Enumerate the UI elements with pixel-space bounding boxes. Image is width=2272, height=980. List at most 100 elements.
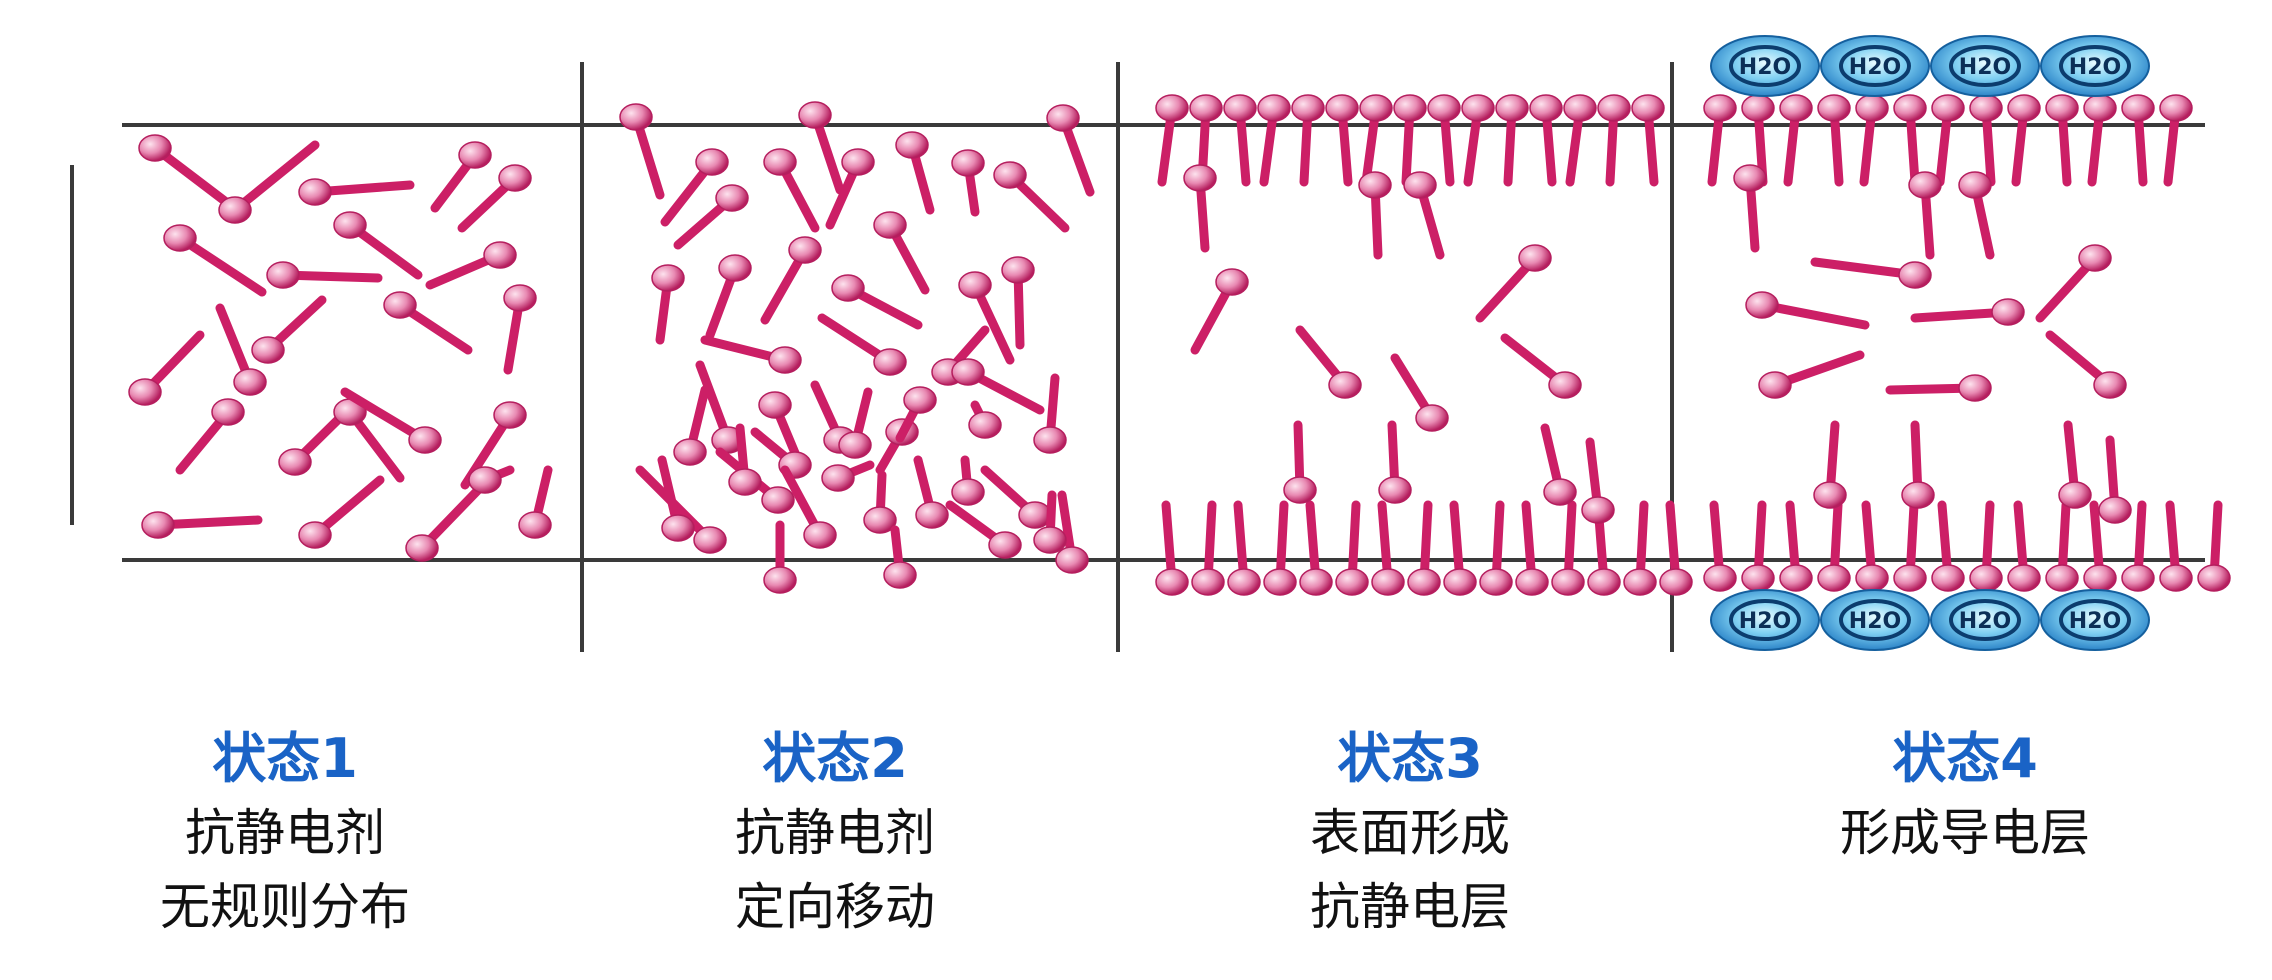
- antistatic-molecule: [163, 224, 267, 297]
- antistatic-molecule: [1631, 94, 1665, 187]
- antistatic-molecule: [660, 148, 729, 227]
- antistatic-molecule: [875, 418, 919, 475]
- antistatic-molecule: [215, 303, 267, 396]
- antistatic-molecule: [825, 148, 875, 230]
- antistatic-molecule: [175, 398, 245, 475]
- antistatic-molecule: [1500, 333, 1582, 399]
- antistatic-molecule: [945, 500, 1022, 559]
- antistatic-molecule: [673, 184, 749, 250]
- antistatic-molecule: [1901, 420, 1935, 509]
- antistatic-molecule: [1563, 94, 1597, 187]
- antistatic-molecule: [1515, 500, 1549, 596]
- antistatic-molecule: [1969, 94, 2003, 187]
- antistatic-molecule: [651, 264, 685, 345]
- antistatic-molecule: [2045, 500, 2079, 592]
- antistatic-molecule: [1495, 94, 1529, 187]
- antistatic-molecule: [468, 465, 515, 494]
- molecules: [128, 94, 2231, 596]
- antistatic-molecule: [1779, 94, 1813, 187]
- state-label: 状态4: [1892, 727, 2038, 790]
- antistatic-molecule: [831, 274, 923, 330]
- caption-stage-2: 状态2 抗静电剂 定向移动: [625, 722, 1045, 944]
- antistatic-molecule: [1855, 500, 1889, 592]
- antistatic-molecule: [798, 101, 845, 195]
- antistatic-molecule: [958, 271, 1015, 365]
- antistatic-molecule: [763, 520, 797, 594]
- caption-line: 抗静电剂: [185, 804, 385, 862]
- antistatic-molecule: [2083, 94, 2117, 187]
- antistatic-molecule: [1263, 500, 1297, 596]
- antistatic-molecule: [1885, 374, 1992, 402]
- antistatic-molecule: [1910, 298, 2025, 326]
- antistatic-molecule: [895, 131, 935, 215]
- svg-text:H2O: H2O: [1849, 55, 1901, 80]
- antistatic-molecule: [1475, 244, 1552, 323]
- water-molecule: H2O: [2040, 35, 2150, 97]
- antistatic-molecule: [1155, 94, 1189, 187]
- antistatic-molecule: [913, 455, 949, 529]
- antistatic-molecule: [1659, 500, 1693, 596]
- antistatic-molecule: [1893, 94, 1927, 187]
- antistatic-molecule: [1443, 500, 1477, 596]
- antistatic-molecule: [383, 291, 473, 355]
- antistatic-molecule: [1813, 420, 1847, 509]
- antistatic-molecule: [298, 475, 385, 549]
- antistatic-molecule: [1033, 490, 1067, 554]
- caption-line: 无规则分布: [160, 878, 410, 936]
- antistatic-molecule: [2035, 244, 2112, 323]
- antistatic-molecule: [1183, 164, 1217, 253]
- antistatic-molecule: [1893, 500, 1927, 592]
- antistatic-molecule: [1001, 256, 1035, 350]
- water-molecule: H2O: [1710, 589, 1820, 651]
- antistatic-molecule: [2007, 500, 2041, 592]
- antistatic-molecule: [1703, 94, 1737, 187]
- antistatic-molecule: [1155, 500, 1189, 596]
- antistatic-molecule: [728, 423, 762, 496]
- antistatic-molecule: [657, 455, 695, 542]
- antistatic-molecule: [863, 470, 897, 534]
- antistatic-molecule: [2083, 500, 2117, 592]
- antistatic-molecule: [1283, 420, 1317, 504]
- antistatic-molecule: [883, 525, 917, 589]
- caption-stage-4: 状态4 形成导电层: [1755, 722, 2175, 870]
- antistatic-molecule: [1540, 423, 1577, 506]
- antistatic-molecule: [1958, 171, 1995, 260]
- svg-text:H2O: H2O: [1959, 55, 2011, 80]
- caption-line: 表面形成: [1310, 804, 1510, 862]
- antistatic-molecule: [2007, 94, 2041, 187]
- antistatic-molecule: [1427, 94, 1461, 187]
- caption-line: 定向移动: [735, 878, 935, 936]
- antistatic-molecule: [1817, 94, 1851, 187]
- antistatic-molecule: [1623, 500, 1657, 596]
- state-label: 状态3: [1337, 727, 1483, 790]
- antistatic-molecule: [425, 241, 517, 290]
- antistatic-molecule: [968, 400, 1002, 439]
- antistatic-molecule: [1779, 500, 1813, 592]
- antistatic-molecule: [333, 398, 405, 483]
- antistatic-molecule: [700, 335, 802, 374]
- water-molecule: H2O: [1820, 589, 1930, 651]
- antistatic-molecule: [1393, 94, 1427, 187]
- water-molecule: H2O: [2040, 589, 2150, 651]
- antistatic-molecule: [895, 386, 937, 443]
- antistatic-molecule: [2197, 500, 2231, 592]
- state-label: 状态1: [212, 727, 358, 790]
- antistatic-molecule: [1190, 268, 1249, 355]
- antistatic-molecule: [1055, 490, 1089, 574]
- caption-line: 抗静电剂: [735, 804, 935, 862]
- antistatic-molecule: [1855, 94, 1889, 187]
- caption-stage-1: 状态1 抗静电剂 无规则分布: [75, 722, 495, 944]
- antistatic-molecule: [821, 460, 875, 492]
- antistatic-molecule: [1969, 500, 2003, 592]
- antistatic-molecule: [1358, 171, 1392, 260]
- antistatic-molecule: [1810, 257, 1932, 289]
- antistatic-molecule: [1581, 437, 1615, 524]
- antistatic-molecule: [1390, 353, 1449, 432]
- antistatic-molecule: [1325, 94, 1359, 187]
- antistatic-molecule: [1299, 500, 1333, 596]
- caption-line: 抗静电层: [1310, 878, 1510, 936]
- antistatic-molecule: [1378, 420, 1412, 504]
- antistatic-molecule: [1551, 500, 1585, 596]
- antistatic-molecule: [1257, 94, 1291, 187]
